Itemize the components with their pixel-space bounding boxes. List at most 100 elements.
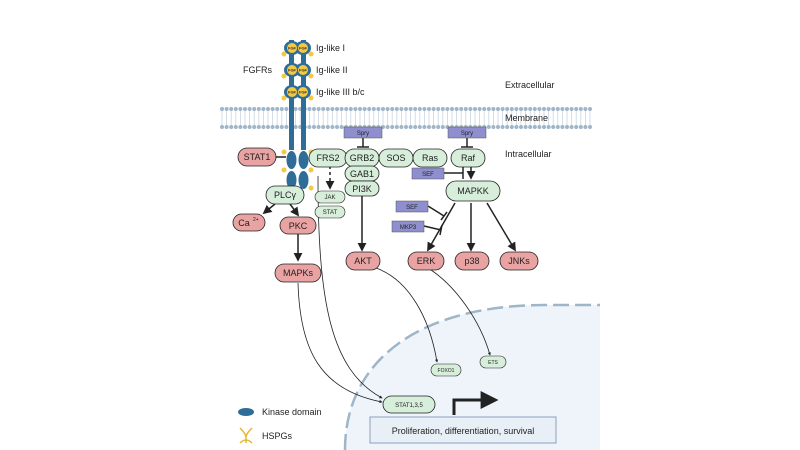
- membrane-lipid-head: [266, 125, 270, 129]
- mkp3-inhibitor: MKP3: [391, 220, 425, 233]
- membrane-lipid-head: [233, 125, 238, 129]
- membrane-lipid-head: [358, 107, 362, 111]
- fgf-label: FGF: [299, 46, 308, 51]
- mapks-node: MAPKs: [274, 263, 322, 283]
- membrane-lipid-head: [436, 125, 441, 129]
- svg-text:GAB1: GAB1: [350, 169, 374, 179]
- fgf-label: FGF: [299, 90, 308, 95]
- svg-text:JNKs: JNKs: [508, 256, 530, 266]
- legend-hspgs: HSPGs: [262, 431, 293, 441]
- membrane-lipid-head: [307, 107, 312, 111]
- svg-text:ERK: ERK: [417, 256, 436, 266]
- membrane-lipid-head: [316, 107, 321, 111]
- svg-text:p38: p38: [464, 256, 479, 266]
- membrane-lipid-head: [394, 125, 399, 129]
- sef-inhibitor-1: SEF: [411, 167, 445, 180]
- membrane-lipid-head: [588, 107, 592, 111]
- pi3k-node: PI3K: [344, 180, 380, 197]
- membrane-lipid-head: [436, 107, 441, 111]
- membrane-lipid-head: [270, 125, 275, 129]
- nucleus: [343, 303, 600, 450]
- membrane-lipid-head: [417, 107, 422, 111]
- svg-text:STAT1: STAT1: [244, 152, 271, 162]
- svg-text:SOS: SOS: [386, 153, 405, 163]
- membrane-lipid-head: [390, 107, 395, 111]
- membrane-lipid-head: [583, 107, 588, 111]
- membrane-lipid-head: [413, 107, 418, 111]
- membrane-lipid-head: [445, 107, 450, 111]
- membrane-lipid-head: [316, 125, 321, 129]
- membrane-lipid-head: [238, 107, 243, 111]
- legend-kinase-domain: Kinase domain: [262, 407, 322, 417]
- membrane-lipid-head: [588, 125, 592, 129]
- svg-text:Spry: Spry: [357, 131, 369, 137]
- legend: Kinase domain HSPGs: [238, 407, 322, 444]
- membrane-lipid-head: [413, 125, 418, 129]
- membrane-lipid-head: [408, 125, 413, 129]
- membrane-lipid-head: [450, 107, 454, 111]
- svg-text:PLCγ: PLCγ: [274, 190, 297, 200]
- membrane-lipid-head: [528, 125, 533, 129]
- membrane-lipid-head: [555, 107, 560, 111]
- membrane-lipid-head: [491, 125, 496, 129]
- membrane-lipid-head: [514, 125, 519, 129]
- membrane-lipid-head: [509, 107, 514, 111]
- membrane-lipid-head: [505, 107, 510, 111]
- svg-text:PI3K: PI3K: [352, 184, 372, 194]
- foxo1-node: FOXO1: [430, 363, 462, 377]
- stat-node: STAT: [314, 205, 346, 219]
- membrane-lipid-head: [399, 107, 404, 111]
- membrane-lipid-head: [261, 125, 266, 129]
- membrane-lipid-head: [325, 125, 330, 129]
- membrane-lipid-head: [555, 125, 560, 129]
- membrane-lipid-head: [270, 107, 275, 111]
- svg-text:2+: 2+: [253, 217, 259, 223]
- membrane-lipid-head: [519, 125, 523, 129]
- kinase-domain-icon: [238, 408, 254, 416]
- svg-text:PKC: PKC: [289, 221, 308, 231]
- membrane-lipid-head: [348, 107, 353, 111]
- membrane-lipid-head: [381, 107, 385, 111]
- membrane-lipid-head: [546, 125, 551, 129]
- membrane-lipid-head: [440, 107, 445, 111]
- membrane-lipid-head: [330, 107, 335, 111]
- membrane-lipid-head: [284, 107, 289, 111]
- membrane-lipid-head: [229, 107, 234, 111]
- membrane-lipid-head: [252, 107, 257, 111]
- svg-text:STAT1,3,5: STAT1,3,5: [395, 403, 423, 409]
- membrane-lipid-head: [367, 107, 372, 111]
- membrane-lipid-head: [247, 125, 252, 129]
- membrane-lipid-head: [477, 107, 482, 111]
- raf-node: Raf: [450, 148, 486, 168]
- membrane-lipid-head: [220, 125, 224, 129]
- svg-text:AKT: AKT: [354, 256, 372, 266]
- svg-text:Spry: Spry: [461, 131, 473, 137]
- ets-node: ETS: [479, 355, 507, 369]
- calcium-node: Ca 2+: [232, 213, 266, 232]
- membrane-lipid-head: [224, 125, 229, 129]
- membrane-lipid-head: [266, 107, 270, 111]
- membrane-lipid-head: [560, 125, 565, 129]
- membrane-lipid-head: [279, 107, 284, 111]
- membrane-lipid-head: [408, 107, 413, 111]
- membrane-lipid-head: [427, 125, 431, 129]
- membrane-lipid-head: [321, 125, 326, 129]
- membrane-lipid-head: [371, 107, 376, 111]
- membrane-lipid-head: [565, 107, 569, 111]
- ras-node: Ras: [412, 148, 448, 168]
- jnks-node: JNKs: [499, 251, 539, 271]
- membrane-lipid-head: [344, 107, 349, 111]
- intracellular-label: Intracellular: [505, 149, 552, 159]
- membrane-lipid-head: [583, 125, 588, 129]
- svg-text:MAPKs: MAPKs: [283, 268, 314, 278]
- fgf-label: FGF: [288, 90, 297, 95]
- fgfrs-label: FGFRs: [243, 65, 272, 75]
- membrane-lipid-head: [233, 107, 238, 111]
- membrane-lipid-head: [312, 125, 316, 129]
- membrane-lipid-head: [404, 125, 408, 129]
- membrane-lipid-head: [542, 107, 546, 111]
- fgf-label: FGF: [288, 68, 297, 73]
- svg-text:Proliferation, differentiation: Proliferation, differentiation, survival: [392, 426, 534, 436]
- svg-text:FOXO1: FOXO1: [438, 368, 455, 374]
